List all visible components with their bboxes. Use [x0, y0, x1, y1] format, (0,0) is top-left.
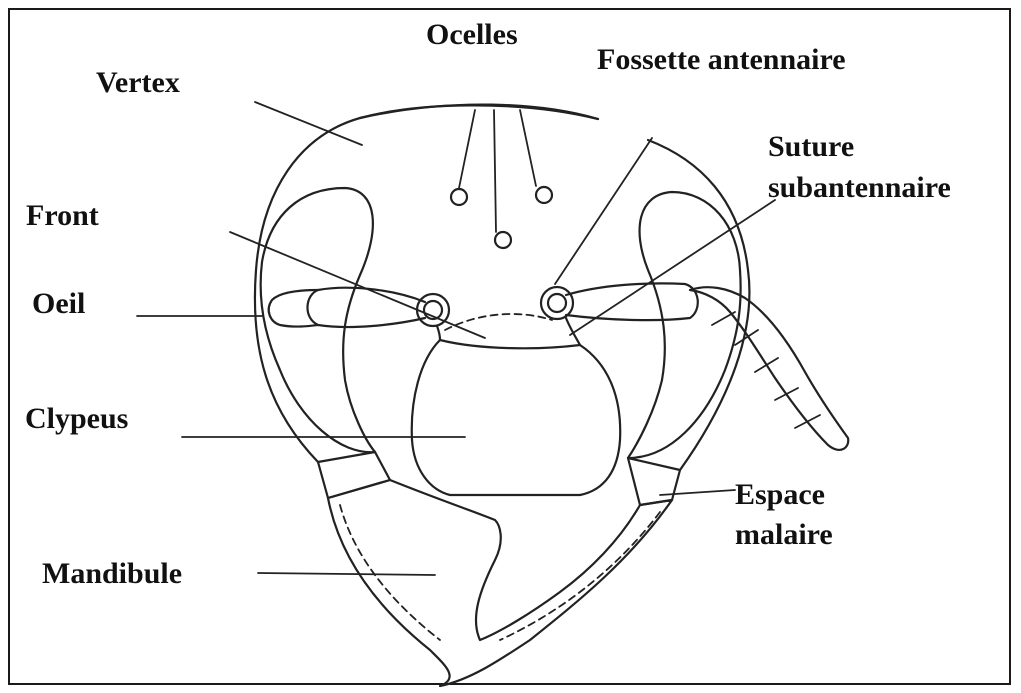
label-mandibule: Mandibule	[42, 557, 182, 591]
leader-ocelle-left	[459, 110, 475, 188]
right-compound-eye	[628, 192, 741, 458]
leader-mandibule	[258, 573, 435, 575]
right-gena	[628, 458, 680, 505]
clypeus-to-socket-left	[437, 326, 440, 340]
mandible-left	[328, 480, 672, 686]
right-antenna-flagellum	[690, 287, 848, 450]
label-suture-line2: subantennaire	[768, 171, 951, 205]
leader-ocelle-right	[520, 110, 536, 186]
label-fossette-antennaire: Fossette antennaire	[597, 43, 846, 77]
label-espace-line1: Espace	[735, 478, 825, 512]
ocellus-left	[451, 189, 467, 205]
label-vertex: Vertex	[96, 66, 180, 100]
antennal-socket-right-inner	[548, 294, 566, 312]
clypeus-outline	[412, 340, 620, 495]
ocellus-right	[536, 187, 552, 203]
mandible-dashed	[340, 505, 660, 640]
right-antenna-scape	[566, 283, 698, 320]
leader-espace	[660, 490, 735, 495]
head-top-arc	[360, 105, 598, 119]
label-ocelles: Ocelles	[426, 18, 518, 52]
label-clypeus: Clypeus	[25, 402, 128, 436]
label-front: Front	[26, 199, 99, 233]
leader-suture	[570, 200, 775, 335]
label-espace-line2: malaire	[735, 518, 833, 552]
clypeus-to-socket-right	[566, 318, 580, 345]
label-oeil: Oeil	[32, 287, 85, 321]
leader-front	[230, 232, 485, 338]
left-compound-eye	[261, 188, 375, 452]
leader-fossette	[555, 138, 652, 284]
ocellus-median	[495, 232, 511, 248]
label-suture-line1: Suture	[768, 130, 854, 164]
left-antenna-scape	[307, 288, 425, 327]
leader-ocelle-mid	[494, 110, 496, 232]
